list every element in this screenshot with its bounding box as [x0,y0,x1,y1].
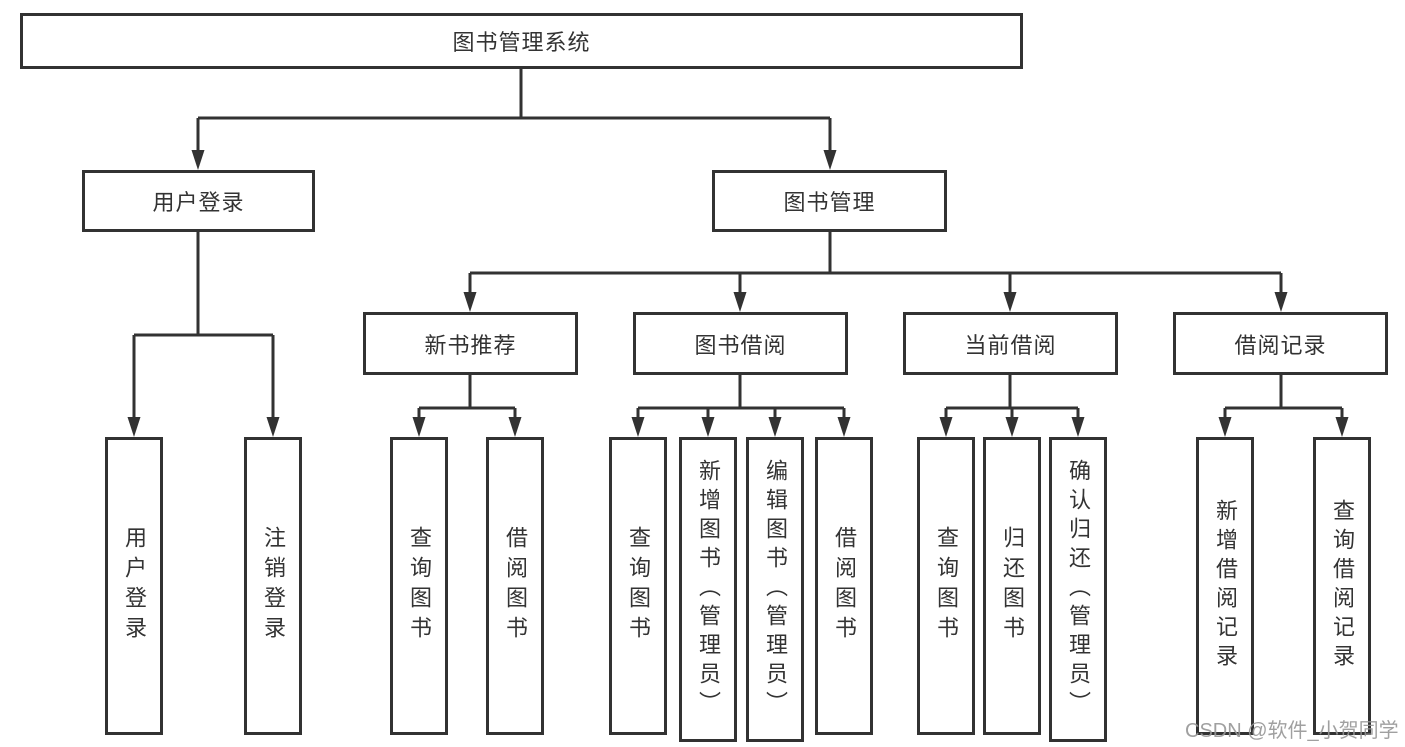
node-label: 查询借阅记录 [1330,499,1355,673]
node-label: 借阅图书 [503,526,528,646]
node-label: 确认归还（管理员） [1066,459,1091,720]
node-leaf-return-books: 归还图书 [983,437,1041,735]
arrowheads [127,150,1349,437]
node-label: 新增图书（管理员） [696,459,721,720]
node-leaf-add-books-admin: 新增图书（管理员） [679,437,737,742]
node-leaf-current-query-books: 查询图书 [917,437,975,735]
node-label: 归还图书 [1000,526,1025,646]
node-borrow-records: 借阅记录 [1173,312,1388,375]
node-leaf-confirm-return-admin: 确认归还（管理员） [1049,437,1107,742]
node-label: 借阅图书 [832,526,857,646]
node-root-library-system: 图书管理系统 [20,13,1023,69]
node-user-login: 用户登录 [82,170,315,232]
node-label: 新增借阅记录 [1213,499,1238,673]
node-label: 用户登录 [122,526,147,646]
node-label: 查询图书 [407,526,432,646]
node-leaf-edit-books-admin: 编辑图书（管理员） [746,437,804,742]
csdn-watermark: CSDN @软件_小贺同学 [1185,720,1399,742]
node-book-borrow: 图书借阅 [633,312,848,375]
node-label: 注销登录 [261,526,286,646]
node-leaf-user-login: 用户登录 [105,437,163,735]
node-new-book-recommend: 新书推荐 [363,312,578,375]
node-label: 查询图书 [934,526,959,646]
node-leaf-logout: 注销登录 [244,437,302,735]
node-leaf-add-borrow-record: 新增借阅记录 [1196,437,1254,735]
node-leaf-borrow-books: 借阅图书 [815,437,873,735]
node-leaf-query-borrow-record: 查询借阅记录 [1313,437,1371,735]
node-leaf-borrow-query-books: 查询图书 [609,437,667,735]
node-label: 编辑图书（管理员） [763,459,788,720]
node-label: 查询图书 [626,526,651,646]
node-leaf-recommend-borrow-books: 借阅图书 [486,437,544,735]
node-current-borrow: 当前借阅 [903,312,1118,375]
node-leaf-recommend-query-books: 查询图书 [390,437,448,735]
node-book-management: 图书管理 [712,170,947,232]
